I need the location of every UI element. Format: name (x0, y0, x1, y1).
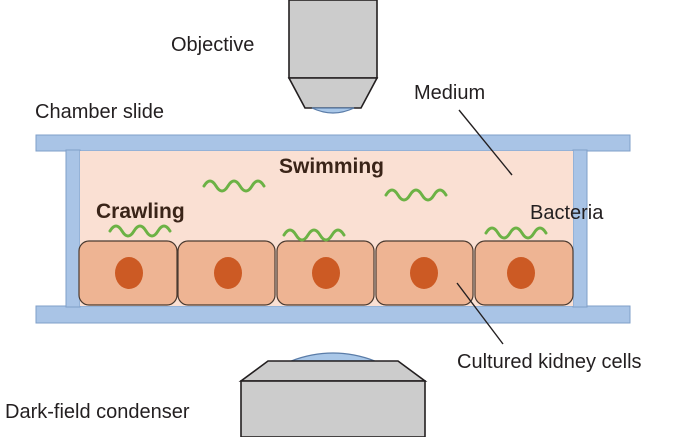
leader-lines (456, 109, 513, 345)
objective-body (288, 0, 378, 79)
medium-leader-line (458, 109, 513, 176)
kidney-cell (375, 240, 474, 306)
bacterium-crawling (108, 224, 172, 238)
bacteria-group (108, 179, 548, 242)
slide-top (35, 134, 631, 152)
kidney-cell (78, 240, 178, 306)
label-cultured-kidney-cells: Cultured kidney cells (457, 351, 642, 373)
cells-leader-line (456, 282, 504, 345)
label-dark-field-condenser: Dark-field condenser (5, 401, 190, 423)
label-chamber-slide: Chamber slide (35, 101, 164, 123)
cell-nucleus (214, 257, 242, 289)
cell-nucleus (312, 257, 340, 289)
slide-right-wall (572, 149, 588, 308)
cell-layer (78, 240, 574, 306)
label-medium: Medium (414, 82, 485, 104)
bacterium-swimming (202, 179, 266, 193)
label-bacteria: Bacteria (530, 202, 604, 224)
cell-nucleus (410, 257, 438, 289)
kidney-cell (276, 240, 375, 306)
objective-lens (311, 107, 355, 114)
slide-bottom (35, 305, 631, 324)
slide-left-wall (65, 149, 81, 308)
label-crawling: Crawling (96, 200, 185, 223)
bacterium-crawling (282, 228, 346, 242)
cell-nucleus (507, 257, 535, 289)
label-swimming: Swimming (279, 155, 384, 178)
objective-nose (287, 77, 379, 109)
objective (287, 0, 379, 114)
bacterium-crawling (484, 226, 548, 240)
condenser-lens (290, 352, 376, 362)
bacterium-swimming (384, 188, 448, 202)
cell-nucleus (115, 257, 143, 289)
condenser-body (240, 380, 426, 437)
dark-field-condenser (238, 352, 428, 437)
kidney-cell (474, 240, 574, 306)
label-objective: Objective (171, 34, 254, 56)
kidney-cell (177, 240, 276, 306)
condenser-top (238, 360, 428, 382)
